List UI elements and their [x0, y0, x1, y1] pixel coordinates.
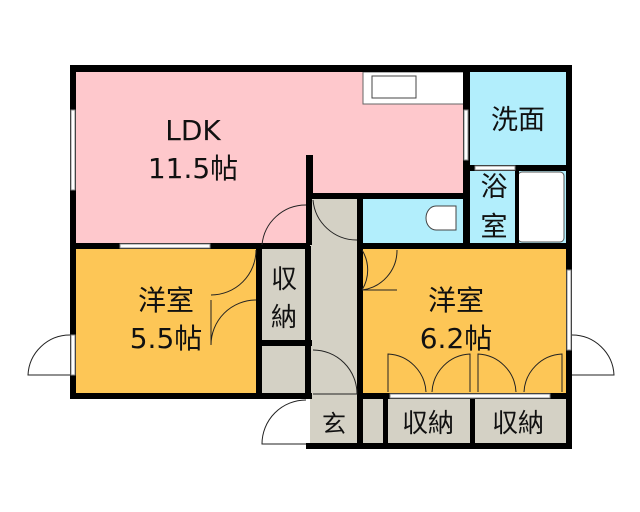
doors [27, 199, 615, 445]
washroom-room [468, 70, 568, 168]
storage1-label-2: 納 [271, 303, 297, 333]
toilet [425, 205, 457, 231]
storage2-label: 収納 [402, 409, 454, 439]
sink [371, 75, 417, 99]
storage3-label: 収納 [492, 409, 544, 439]
bath-label-2: 室 [481, 212, 508, 243]
storage1-label-1: 収 [271, 265, 297, 295]
western-room-1 [74, 246, 260, 396]
western-room-2 [360, 246, 568, 396]
storage-row [360, 396, 568, 446]
western2-label: 洋室 [428, 284, 484, 317]
ldk-label: LDK [165, 114, 221, 147]
storage-1 [260, 246, 308, 396]
bath-label-1: 浴 [481, 172, 508, 203]
entrance-label: 玄 [322, 410, 346, 438]
western1-label: 洋室 [138, 284, 194, 317]
hallway [310, 196, 360, 446]
washroom-label: 洗面 [491, 105, 545, 136]
ldk-size: 11.5帖 [148, 152, 238, 185]
bathtub [517, 171, 565, 243]
windows [70, 109, 572, 399]
western2-size: 6.2帖 [420, 322, 493, 355]
western1-size: 5.5帖 [130, 322, 203, 355]
